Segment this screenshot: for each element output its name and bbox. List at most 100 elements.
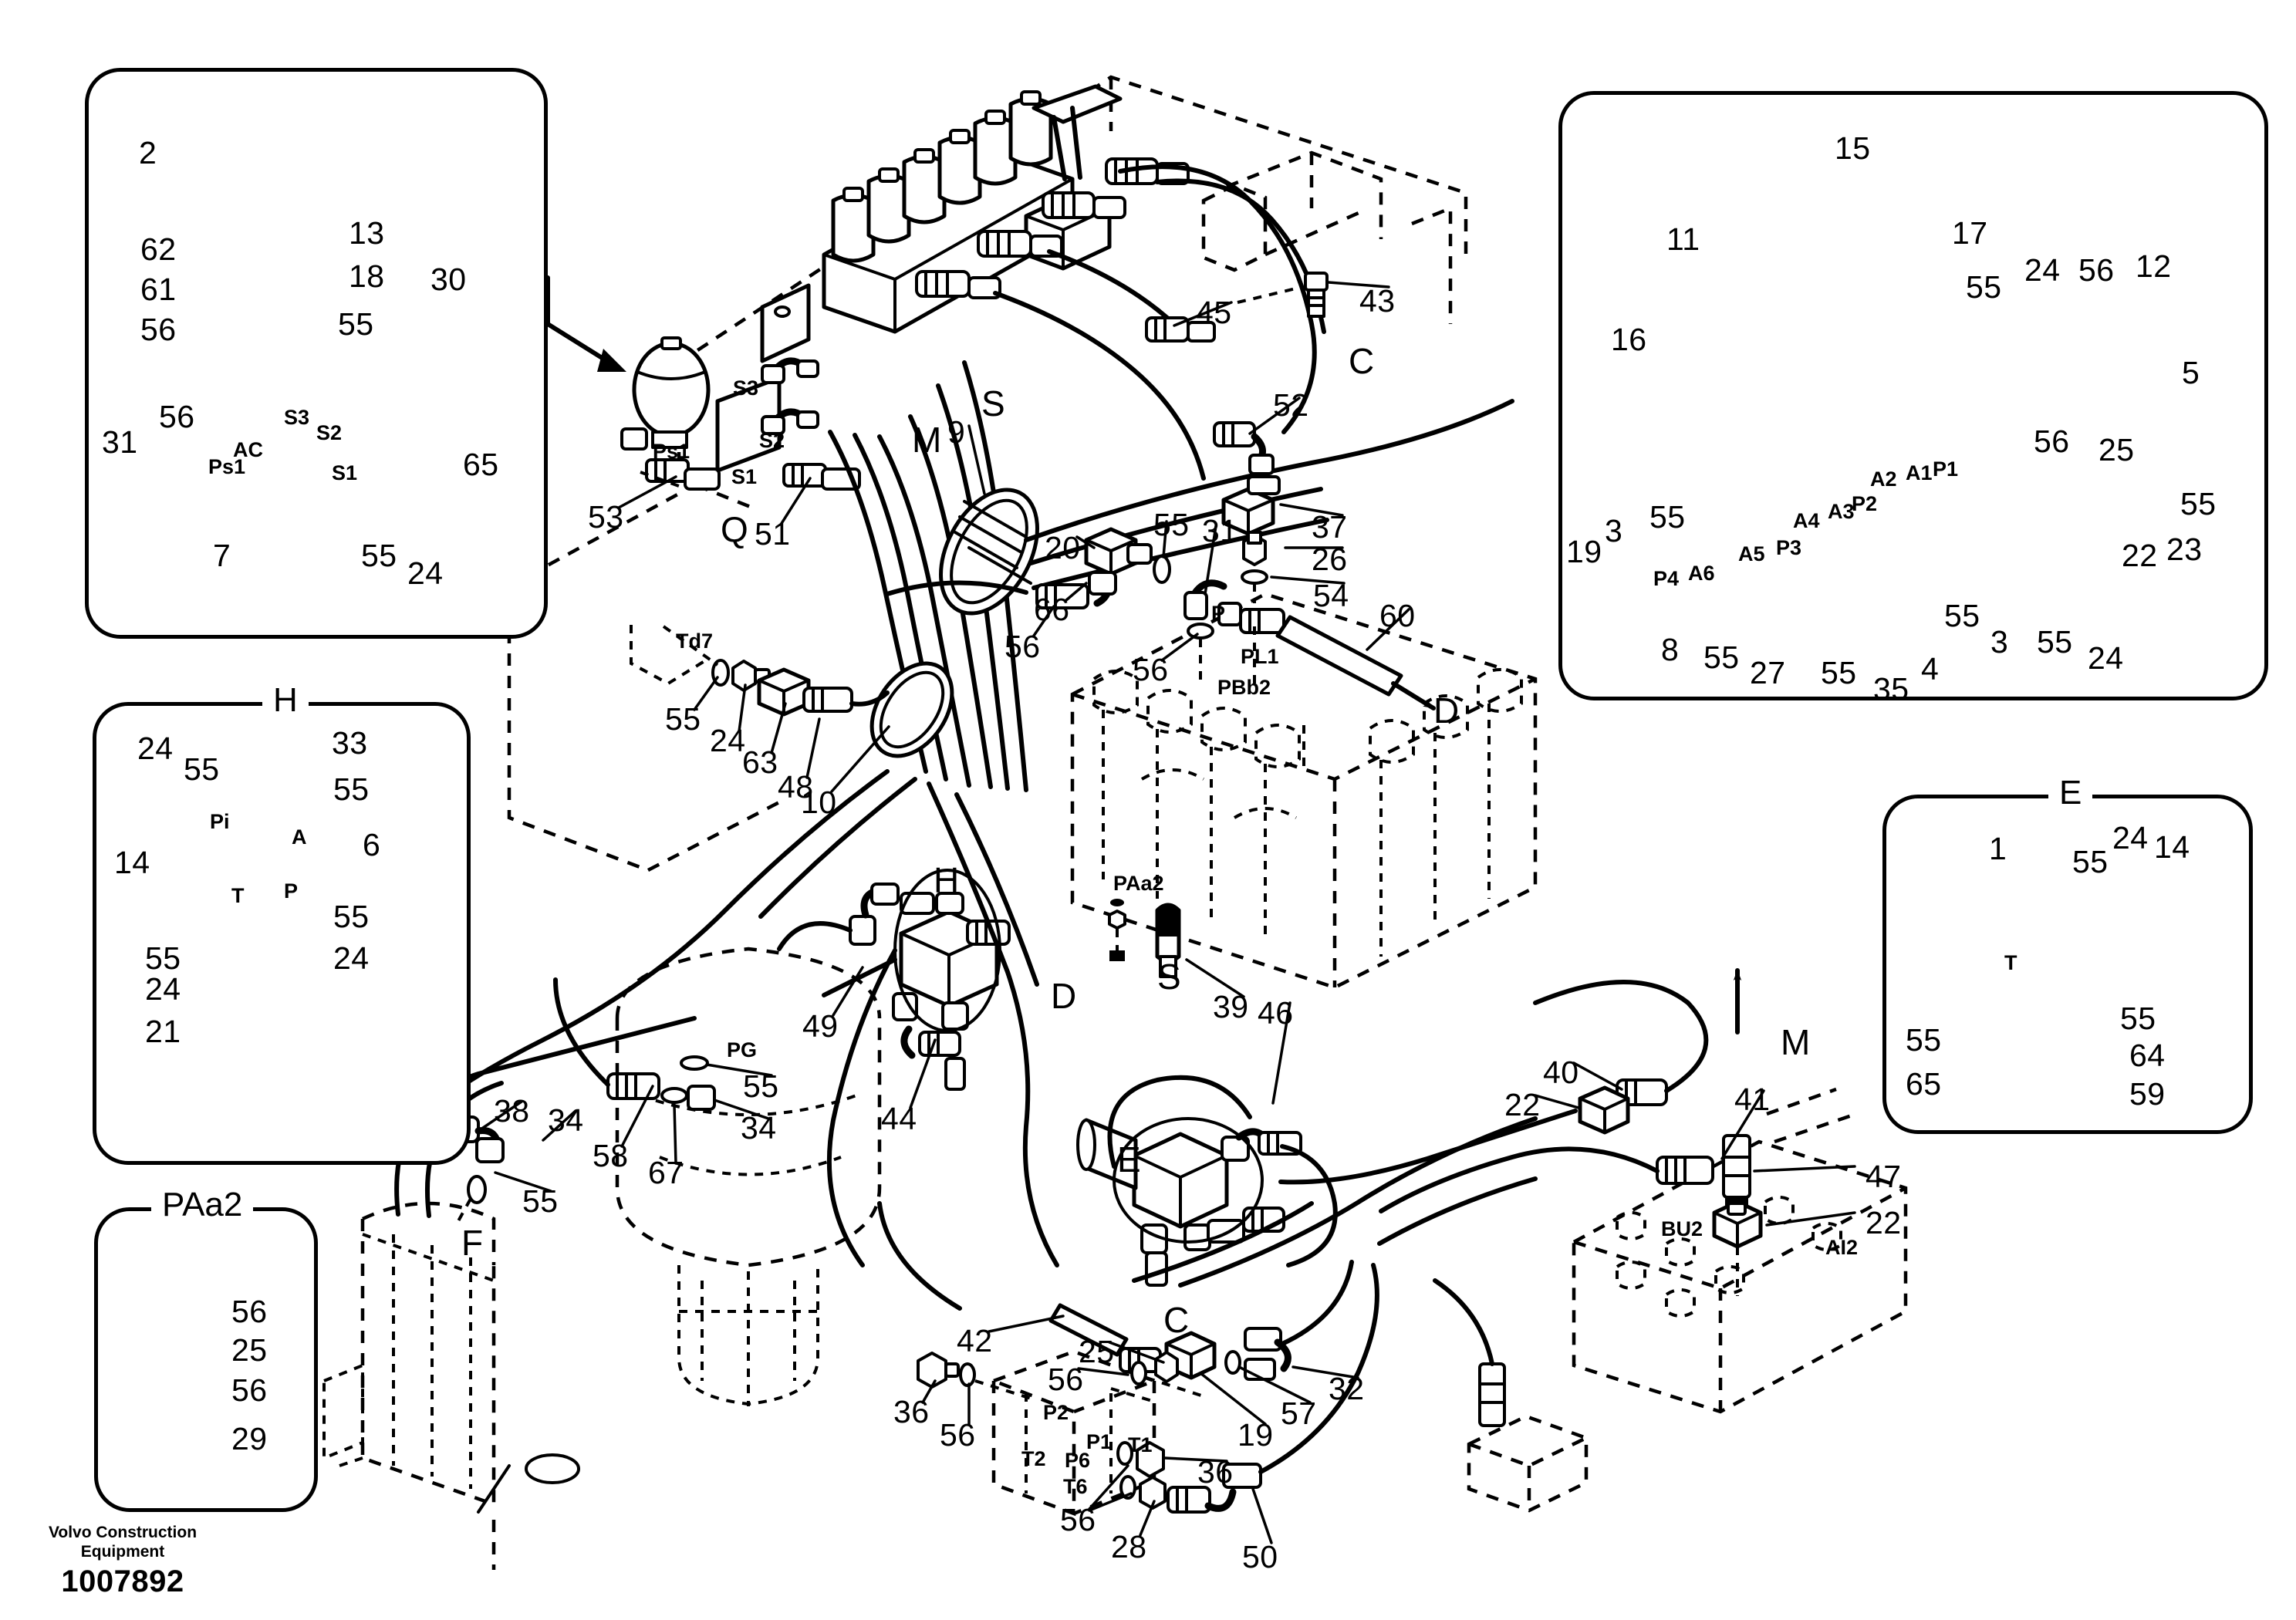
callout-number: 40 xyxy=(1543,1055,1579,1090)
port-label: A xyxy=(292,825,307,849)
callout-number: 26 xyxy=(1312,542,1348,577)
part-number: 1007892 xyxy=(61,1564,184,1598)
callout-number: 24 xyxy=(2024,252,2061,288)
inset-H xyxy=(93,702,471,1165)
callout-number: 17 xyxy=(1952,215,1988,251)
port-label: S3 xyxy=(733,376,759,400)
callout-number: 56 xyxy=(1048,1362,1084,1397)
callout-number: 25 xyxy=(1079,1334,1115,1369)
callout-number: 3 xyxy=(1990,624,2009,660)
callout-number: 28 xyxy=(1111,1529,1147,1564)
callout-number: 56 xyxy=(159,399,195,434)
callout-number: 7 xyxy=(213,538,231,573)
callout-number: 24 xyxy=(2112,820,2149,856)
callout-number: 59 xyxy=(2129,1076,2166,1112)
callout-number: 43 xyxy=(1359,283,1396,319)
port-label: A5 xyxy=(1738,542,1765,565)
callout-number: 52 xyxy=(1273,387,1309,423)
callout-number: 3 xyxy=(1605,513,1623,548)
callout-number: 35 xyxy=(1873,671,1909,707)
port-label: BU2 xyxy=(1661,1217,1703,1240)
callout-number: 34 xyxy=(548,1102,584,1138)
callout-number: 55 xyxy=(2037,624,2073,660)
callout-number: 29 xyxy=(231,1421,268,1456)
zone-label: D xyxy=(1433,690,1460,731)
callout-number: 39 xyxy=(1213,989,1249,1024)
callout-number: 11 xyxy=(1666,221,1700,257)
inset-PAa2-title: PAa2 xyxy=(151,1188,254,1222)
port-label: P2 xyxy=(1852,492,1878,515)
callout-number: 55 xyxy=(1906,1022,1942,1058)
zone-label: H xyxy=(934,860,960,900)
callout-number: 2 xyxy=(139,135,157,170)
callout-number: 56 xyxy=(2078,252,2115,288)
port-label: Ps1 xyxy=(653,440,690,463)
callout-number: 5 xyxy=(2182,355,2200,390)
port-label: A3 xyxy=(1828,500,1855,523)
port-label: P xyxy=(1211,602,1226,625)
callout-number: 33 xyxy=(332,725,368,761)
manufacturer-line-1: Volvo Construction xyxy=(48,1524,198,1541)
callout-number: 4 xyxy=(1921,651,1940,687)
zone-label: F xyxy=(461,1223,484,1263)
callout-number: 65 xyxy=(463,447,499,482)
callout-number: 64 xyxy=(2129,1038,2166,1073)
callout-number: 55 xyxy=(1153,507,1190,542)
callout-number: 55 xyxy=(361,538,397,573)
callout-number: 10 xyxy=(801,785,837,820)
callout-number: 25 xyxy=(231,1332,268,1368)
callout-number: 20 xyxy=(1045,530,1081,565)
callout-number: 44 xyxy=(881,1101,917,1136)
callout-number: 14 xyxy=(114,845,150,880)
port-label: A1 xyxy=(1906,461,1933,484)
callout-number: 22 xyxy=(1504,1087,1541,1122)
callout-number: 56 xyxy=(940,1417,976,1453)
port-label: Pi xyxy=(210,810,230,833)
callout-number: 13 xyxy=(349,215,385,251)
callout-number: 24 xyxy=(710,723,746,758)
callout-number: 46 xyxy=(1258,995,1294,1031)
callout-number: 37 xyxy=(1312,509,1348,545)
port-label: P3 xyxy=(1776,536,1802,559)
callout-number: 22 xyxy=(1866,1205,1902,1240)
callout-number: 55 xyxy=(2180,486,2217,521)
callout-number: 23 xyxy=(2166,532,2203,567)
callout-number: 50 xyxy=(1242,1539,1278,1574)
zone-label: M xyxy=(912,420,942,460)
callout-number: 24 xyxy=(407,555,444,591)
port-label: S1 xyxy=(731,465,758,488)
callout-number: 21 xyxy=(145,1014,181,1049)
port-label: P2 xyxy=(1043,1401,1069,1424)
callout-number: 55 xyxy=(338,306,374,342)
port-label: A4 xyxy=(1793,509,1820,532)
callout-number: 45 xyxy=(1196,295,1232,330)
manufacturer-line-2: Equipment xyxy=(80,1542,165,1561)
callout-number: 61 xyxy=(140,272,177,307)
port-label: T xyxy=(231,884,245,907)
port-label: PL1 xyxy=(1241,645,1279,668)
manufacturer-logo-block: Volvo Construction Equipment 1007892 xyxy=(22,1524,224,1601)
callout-number: 14 xyxy=(2154,829,2190,865)
callout-number: 49 xyxy=(802,1008,839,1044)
callout-number: 42 xyxy=(957,1323,993,1358)
port-label: P1 xyxy=(1933,457,1959,481)
callout-number: 25 xyxy=(2098,432,2135,467)
callout-number: 55 xyxy=(145,940,181,976)
port-label: S2 xyxy=(759,429,785,452)
callout-number: 55 xyxy=(2072,844,2109,879)
port-label: AC xyxy=(233,438,263,461)
callout-number: 60 xyxy=(1379,598,1416,633)
callout-number: 55 xyxy=(1821,655,1857,690)
callout-number: 65 xyxy=(1906,1066,1942,1102)
callout-number: 34 xyxy=(741,1110,777,1146)
port-label: P1 xyxy=(1086,1430,1113,1453)
zone-label: C xyxy=(1163,1300,1190,1340)
callout-number: 47 xyxy=(1866,1159,1902,1194)
port-label: S2 xyxy=(316,421,343,444)
zone-label: M xyxy=(1781,1022,1811,1062)
port-label: S1 xyxy=(332,461,358,484)
port-label: P6 xyxy=(1065,1449,1091,1472)
port-label: PAa2 xyxy=(1113,872,1164,895)
callout-number: 57 xyxy=(1281,1396,1317,1431)
zone-label: S xyxy=(981,383,1005,424)
